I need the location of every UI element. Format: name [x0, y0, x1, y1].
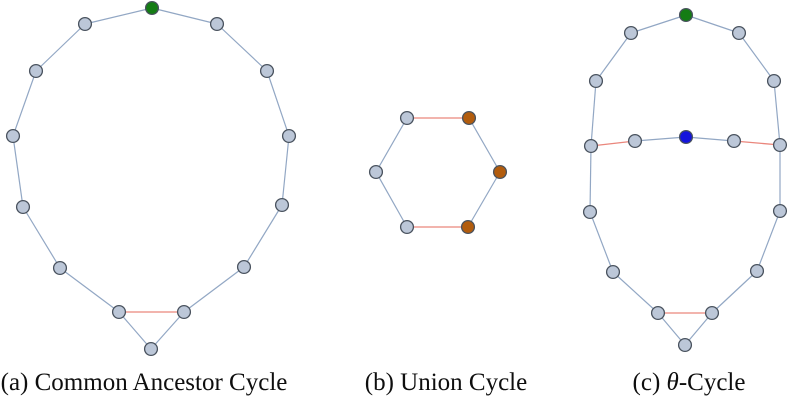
theta-cycle-node-gray — [650, 305, 666, 321]
caption-text: -Cycle — [678, 369, 746, 396]
union-cycle-node-gray — [399, 110, 415, 126]
common-ancestor-cycle-edge — [84, 7, 153, 25]
common-ancestor-cycle-node-gray — [143, 341, 159, 357]
theta-cycle-node-gray — [588, 73, 604, 89]
union-cycle-node-orange — [460, 219, 476, 235]
caption-text: (a) Common Ancestor Cycle — [0, 369, 288, 396]
union-cycle-edge — [467, 171, 501, 228]
theta-cycle-node-gray — [627, 133, 643, 149]
theta-cycle-node-gray — [582, 204, 598, 220]
common-ancestor-cycle-node-green — [144, 0, 160, 16]
caption-text-italic: θ — [666, 369, 679, 396]
common-ancestor-cycle-edge — [12, 70, 37, 137]
theta-cycle-edge — [595, 32, 632, 82]
caption-common-ancestor-cycle: (a) Common Ancestor Cycle — [1, 369, 288, 397]
theta-cycle-edge — [685, 14, 740, 34]
theta-cycle-node-gray — [605, 264, 621, 280]
theta-cycle-edge — [738, 32, 775, 82]
theta-cycle-node-gray — [749, 263, 765, 279]
common-ancestor-cycle-edge — [266, 70, 290, 137]
union-cycle-edge — [375, 171, 408, 228]
union-cycle-edge — [375, 117, 408, 173]
common-ancestor-cycle-node-gray — [176, 304, 192, 320]
union-cycle-node-gray — [368, 164, 384, 180]
caption-theta-cycle: (c) θ-Cycle — [633, 369, 746, 397]
caption-text: (c) — [632, 369, 667, 396]
common-ancestor-cycle-node-gray — [15, 199, 31, 215]
theta-cycle-edge — [685, 136, 735, 142]
theta-cycle-node-gray — [766, 73, 782, 89]
theta-cycle-node-gray — [772, 203, 787, 219]
common-ancestor-cycle-node-gray — [77, 16, 93, 32]
common-ancestor-cycle-edge — [281, 135, 290, 206]
common-ancestor-cycle-edge — [35, 23, 86, 72]
theta-cycle-node-gray — [772, 137, 787, 153]
common-ancestor-cycle-node-gray — [28, 63, 44, 79]
common-ancestor-cycle-node-gray — [281, 128, 297, 144]
common-ancestor-cycle-edge — [59, 267, 120, 313]
union-cycle-node-orange — [492, 164, 508, 180]
union-cycle-edge — [468, 117, 501, 173]
theta-cycle-edge — [612, 271, 659, 314]
common-ancestor-cycle-node-gray — [52, 260, 68, 276]
common-ancestor-cycle-edge — [243, 204, 283, 268]
theta-cycle-node-gray — [623, 25, 639, 41]
common-ancestor-cycle-edge — [12, 135, 24, 208]
common-ancestor-cycle-edge — [150, 311, 185, 350]
theta-cycle-edge-highlight — [733, 140, 781, 146]
common-ancestor-cycle-edge — [183, 266, 245, 313]
theta-cycle-edge — [589, 145, 592, 213]
theta-cycle-node-gray — [677, 337, 693, 353]
common-ancestor-cycle-node-gray — [111, 304, 127, 320]
common-ancestor-cycle-node-gray — [236, 259, 252, 275]
caption-union-cycle: (b) Union Cycle — [365, 369, 527, 397]
common-ancestor-cycle-edge — [22, 206, 61, 269]
common-ancestor-cycle-node-gray — [274, 197, 290, 213]
theta-cycle-edge — [589, 211, 614, 273]
common-ancestor-cycle-node-gray — [259, 63, 275, 79]
common-ancestor-cycle-node-gray — [209, 16, 225, 32]
theta-cycle-edge — [634, 136, 687, 142]
theta-cycle-node-gray — [704, 305, 720, 321]
theta-cycle-node-gray — [583, 138, 599, 154]
theta-cycle-edge — [773, 80, 781, 146]
common-ancestor-cycle-node-gray — [5, 128, 21, 144]
theta-cycle-edge — [590, 80, 597, 147]
caption-text: (b) Union Cycle — [364, 369, 528, 396]
common-ancestor-cycle-edge — [118, 311, 152, 350]
theta-cycle-edge — [756, 210, 781, 272]
union-cycle-node-gray — [399, 219, 415, 235]
theta-cycle-edge — [630, 14, 687, 34]
theta-cycle-edge — [711, 270, 758, 314]
theta-cycle-node-blue — [678, 129, 694, 145]
theta-cycle-node-gray — [731, 25, 747, 41]
theta-cycle-edge-highlight — [590, 140, 636, 147]
common-ancestor-cycle-edge — [151, 7, 218, 25]
common-ancestor-cycle-edge — [216, 23, 268, 72]
theta-cycle-node-gray — [726, 133, 742, 149]
union-cycle-node-orange — [461, 110, 477, 126]
theta-cycle-node-green — [678, 7, 694, 23]
